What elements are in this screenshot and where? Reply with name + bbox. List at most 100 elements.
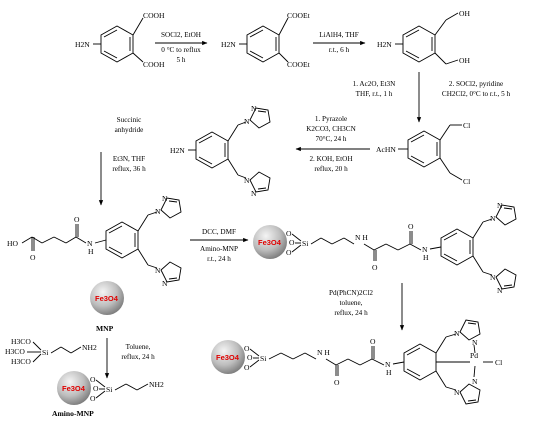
- pd-label: Pd: [470, 351, 478, 360]
- step5-condition: reflux, 36 h: [112, 165, 146, 173]
- compound-diethyl-ester: COOEt COOEt H2N: [221, 11, 311, 69]
- step1-reagent: SOCl2, EtOH: [161, 31, 201, 39]
- oh-label: OH: [459, 9, 470, 18]
- cl-label: Cl: [495, 358, 502, 367]
- o-label: O: [372, 263, 378, 272]
- n-label: N: [251, 189, 257, 198]
- n-label: N: [497, 286, 503, 295]
- n-label: N: [497, 201, 503, 210]
- step5-base: Et3N, THF: [113, 155, 145, 163]
- cl-label: Cl: [463, 177, 470, 186]
- cooet-label: COOEt: [287, 60, 311, 69]
- h-label: H: [88, 247, 94, 256]
- step4-reagent2: 2. KOH, EtOH: [309, 155, 352, 163]
- step3a-reagent: 1. Ac2O, Et3N: [353, 80, 397, 88]
- step3a-condition: THF, r.t., 1 h: [356, 90, 393, 98]
- fe3o4-label: Fe3O4: [95, 294, 119, 303]
- achn-label: AcHN: [376, 145, 396, 154]
- step5-reagent: Succinic: [117, 116, 142, 124]
- h-label: H: [423, 253, 429, 262]
- step6-reagent: DCC, DMF: [202, 228, 236, 236]
- step2-reagent: LiAlH4, THF: [319, 31, 358, 39]
- n-label: N: [244, 117, 250, 126]
- compound-mnp-ligand: Fe3O4 O O O Si N H O O N H: [253, 201, 517, 295]
- step7-reagent: Pd(PhCN)2Cl2: [329, 289, 373, 297]
- compound-bis-pyrazolyl-aniline: H2N N N N N: [170, 104, 271, 198]
- step7-condition: reflux, 24 h: [334, 309, 368, 317]
- aptms-reagent: H3CO H3CO H3CO Si NH2: [5, 337, 97, 366]
- n-label: N: [490, 214, 496, 223]
- h3co-label: H3CO: [11, 357, 31, 366]
- mnp-caption: MNP: [96, 324, 114, 333]
- ho-label: HO: [7, 239, 18, 248]
- compound-pd-complex: Fe3O4 O O O Si N H O O N H Pd: [211, 319, 502, 405]
- step4-condition2: reflux, 20 h: [314, 165, 348, 173]
- step3b-reagent: 2. SOCl2, pyridine: [449, 80, 503, 88]
- nh-label: N H: [317, 348, 330, 357]
- n-label: N: [454, 329, 460, 338]
- nanoparticle-sphere: [211, 340, 245, 374]
- compound-succinamic-acid: HO O O N H N N N N: [7, 194, 182, 288]
- si-label: Si: [302, 239, 308, 248]
- si-label: Si: [42, 348, 48, 357]
- h2n-label: H2N: [170, 146, 185, 155]
- si-label: Si: [260, 354, 266, 363]
- o-label: O: [286, 229, 292, 238]
- n-label: N: [490, 273, 496, 282]
- h2n-label: H2N: [377, 40, 392, 49]
- h-label: H: [386, 368, 392, 377]
- n-label: N: [472, 377, 478, 386]
- cooet-label: COOEt: [287, 11, 311, 20]
- n-label: N: [87, 239, 93, 248]
- o-label: O: [370, 337, 376, 346]
- n-label: N: [244, 176, 250, 185]
- n-label: N: [251, 104, 257, 113]
- o-label: O: [247, 353, 253, 362]
- compound-mnp: Fe3O4 MNP: [90, 281, 124, 333]
- n-label: N: [422, 245, 428, 254]
- o-label: O: [93, 384, 99, 393]
- cl-label: Cl: [463, 121, 470, 130]
- step6-reagent2: Amino-MNP: [200, 245, 238, 253]
- o-label: O: [74, 215, 80, 224]
- o-label: O: [244, 344, 250, 353]
- o-label: O: [286, 248, 292, 257]
- o-label: O: [90, 375, 96, 384]
- nanoparticle-sphere: [90, 281, 124, 315]
- o-label: O: [90, 394, 96, 403]
- step7-solvent: toluene,: [340, 299, 363, 307]
- nanoparticle-sphere: [253, 225, 287, 259]
- fe3o4-label: Fe3O4: [216, 353, 240, 362]
- n-label: N: [155, 266, 161, 275]
- step1-time: 5 h: [177, 56, 186, 64]
- nh2-label: NH2: [82, 343, 97, 352]
- step8-condition: reflux, 24 h: [121, 353, 155, 361]
- step1-condition: 0 °C to reflux: [161, 46, 201, 54]
- compound-amino-mnp: Fe3O4 O O O Si NH2 Amino-MNP: [52, 371, 164, 418]
- compound-bis-chloromethyl: Cl Cl AcHN: [376, 121, 470, 186]
- amino-mnp-caption: Amino-MNP: [52, 409, 94, 418]
- n-label: N: [162, 279, 168, 288]
- o-label: O: [30, 253, 36, 262]
- n-label: N: [472, 338, 478, 347]
- step6-condition: r.t., 24 h: [207, 255, 231, 263]
- o-label: O: [244, 363, 250, 372]
- step4-condition: 70°C, 24 h: [315, 135, 346, 143]
- nh2-label: NH2: [149, 380, 164, 389]
- fe3o4-label: Fe3O4: [62, 384, 86, 393]
- o-label: O: [334, 378, 340, 387]
- h2n-label: H2N: [221, 40, 236, 49]
- o-label: O: [408, 222, 414, 231]
- h3co-label: H3CO: [11, 337, 31, 346]
- compound-aminoisophthalic-acid: COOH COOH H2N: [75, 11, 165, 69]
- step3b-condition: CH2Cl2, 0°C to r.t., 5 h: [442, 90, 511, 98]
- h2n-label: H2N: [75, 40, 90, 49]
- n-label: N: [454, 388, 460, 397]
- step8-solvent: Toluene,: [126, 343, 151, 351]
- si-label: Si: [106, 385, 112, 394]
- n-label: N: [385, 360, 391, 369]
- oh-label: OH: [459, 56, 470, 65]
- step4-reagent: 1. Pyrazole: [315, 115, 347, 123]
- cooh-label: COOH: [143, 11, 165, 20]
